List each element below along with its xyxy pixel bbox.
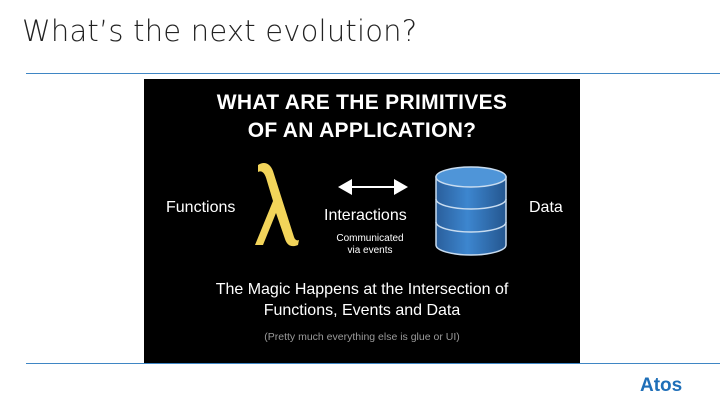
slide-title: What’s the next evolution?: [22, 14, 418, 48]
svg-text:Atos: Atos: [640, 375, 682, 395]
interactions-label: Interactions: [324, 207, 407, 224]
bidirectional-arrow-icon: [338, 179, 408, 195]
communicated-line-2: via events: [347, 245, 393, 256]
communicated-note: Communicated via events: [310, 233, 430, 257]
atos-logo: Atos: [640, 375, 682, 395]
magic-line-2: Functions, Events and Data: [263, 302, 461, 319]
data-label: Data: [529, 199, 563, 216]
magic-statement: The Magic Happens at the Intersection of…: [144, 279, 580, 321]
footer-divider: [26, 363, 720, 364]
content-image: WHAT ARE THE PRIMITIVES OF AN APPLICATIO…: [144, 79, 580, 363]
functions-label: Functions: [166, 199, 236, 216]
database-icon: [435, 166, 507, 256]
magic-line-1: The Magic Happens at the Intersection of: [215, 281, 509, 298]
communicated-line-1: Communicated: [336, 233, 404, 244]
heading-line-1: WHAT ARE THE PRIMITIVES: [216, 91, 508, 114]
heading-line-2: OF AN APPLICATION?: [247, 119, 477, 142]
lambda-icon: [255, 163, 299, 247]
glue-note: (Pretty much everything else is glue or …: [264, 331, 460, 343]
title-divider: [26, 73, 720, 74]
